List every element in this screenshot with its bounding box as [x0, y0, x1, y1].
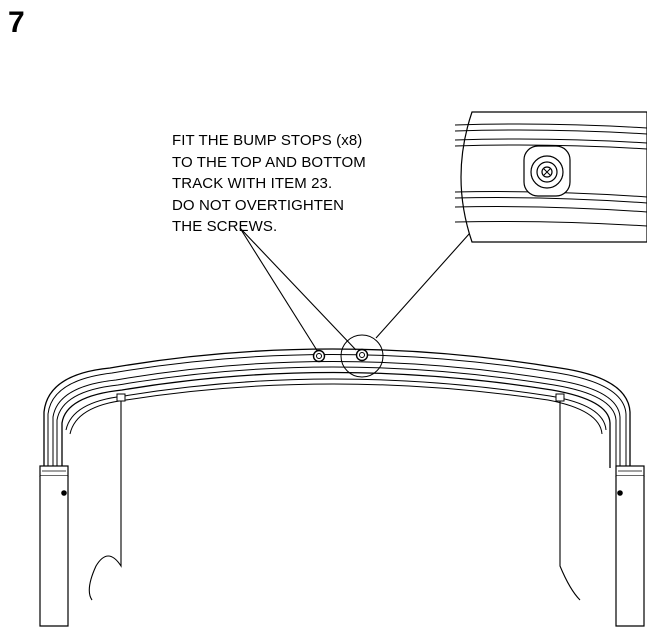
- screw-right-icon: [355, 348, 369, 362]
- instruction-line-4: DO NOT OVERTIGHTEN: [172, 196, 345, 214]
- instruction-line-5: THE SCREWS.: [172, 218, 278, 235]
- instruction-line-2: TO THE TOP AND BOTTOM: [172, 153, 366, 171]
- screw-left-icon: [312, 349, 326, 363]
- magnifier-circle: [340, 334, 384, 378]
- bump-stop-screw-icon: [523, 145, 571, 197]
- leader-line-screw-left: [239, 227, 319, 353]
- track-brackets: [116, 393, 565, 402]
- step-number: 7: [8, 6, 25, 39]
- leader-line-detail: [375, 223, 479, 339]
- leader-lines: [239, 223, 479, 353]
- panels: [88, 401, 581, 601]
- bump-stop-screws: [312, 348, 369, 363]
- post-left: [39, 465, 69, 627]
- post-right: [615, 465, 645, 627]
- detail-view: [454, 111, 647, 243]
- panel-right: [559, 401, 581, 601]
- instruction-text: FIT THE BUMP STOPS (x8) TO THE TOP AND B…: [172, 130, 366, 238]
- track-frame: [43, 348, 631, 468]
- instruction-line-1: FIT THE BUMP STOPS (x8): [172, 132, 363, 149]
- panel-left: [88, 401, 122, 601]
- leader-line-screw-right: [239, 227, 357, 351]
- instruction-line-3: TRACK WITH ITEM 23.: [172, 175, 333, 192]
